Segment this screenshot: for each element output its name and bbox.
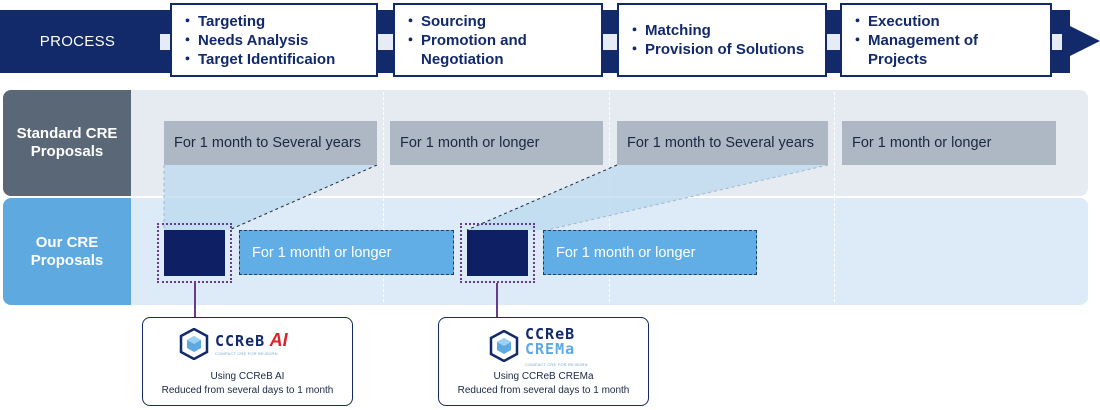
stage-matching: Matching Provision of Solutions [617,3,827,77]
our-duration-box: For 1 month or longer [239,230,454,275]
stage-item: Provision of Solutions [627,40,813,59]
logo-tagline: COMPACT CRE FOR RE:BORN [525,362,588,367]
ai-phase-block [164,230,225,276]
connector-shade [467,165,828,230]
caption-line: Reduced from several days to 1 month [161,385,334,396]
stage-item: Promotion and Negotiation [403,31,571,69]
stage-targeting: Targeting Needs Analysis Target Identifi… [170,3,378,77]
tool-connector [496,283,498,317]
column-divider [834,92,835,302]
caption-line: Reduced from several days to 1 month [457,385,630,396]
standard-duration-box: For 1 month to Several years [617,121,828,165]
connector-line [228,164,378,231]
standard-duration-box: For 1 month or longer [390,121,603,165]
card-caption: Using CCReB AI Reduced from several days… [143,370,352,398]
logo-suffix: AI [269,330,288,350]
standard-duration-box: For 1 month or longer [842,121,1056,165]
stage-item: Sourcing [403,12,589,31]
column-divider [383,92,384,302]
stage-item: Matching [627,21,813,40]
crema-phase-block [467,230,528,276]
stage-item: Targeting [180,12,364,31]
ccreb-ai-card: CCReB AI COMPACT CRE FOR RE:BORN Using C… [142,317,353,406]
stage-item: Execution [850,12,1038,31]
standard-duration-box: For 1 month to Several years [164,121,377,165]
caption-line: Using CCReB CREMa [493,371,594,382]
header-line: Proposals [30,251,104,269]
header-line: Proposals [30,143,104,160]
process-arrow-head [1062,22,1100,60]
card-caption: Using CCReB CREMa Reduced from several d… [439,370,648,398]
ccreb-crema-card: CCReB CREMa COMPACT CRE FOR RE:BORN Usin… [438,317,649,406]
logo-text: CCReB [215,332,266,350]
stage-item: Needs Analysis [180,31,364,50]
stage-sourcing: Sourcing Promotion and Negotiation [393,3,603,77]
stage-item: Management of Projects [850,31,1008,69]
header-line: Our CRE [35,233,99,251]
logo-suffix: CREMa [525,340,576,358]
connector-shade [164,165,377,230]
our-duration-box: For 1 month or longer [543,230,757,275]
caption-line: Using CCReB AI [210,371,285,382]
ccreb-logo-icon [489,329,519,367]
ccreb-logo-icon [179,327,209,365]
ai-phase-marker [157,223,232,283]
logo-tagline: COMPACT CRE FOR RE:BORN [215,351,278,356]
logo-text: CCReB [525,325,576,343]
crema-phase-marker [460,223,535,283]
header-line: Standard CRE [16,125,118,142]
connector-line [546,164,829,231]
stage-item: Target Identificaion [180,50,364,69]
process-label: PROCESS [39,33,116,50]
tool-connector [194,283,196,317]
process-arrow-stripe [160,34,1065,50]
stage-execution: Execution Management of Projects [840,3,1052,77]
